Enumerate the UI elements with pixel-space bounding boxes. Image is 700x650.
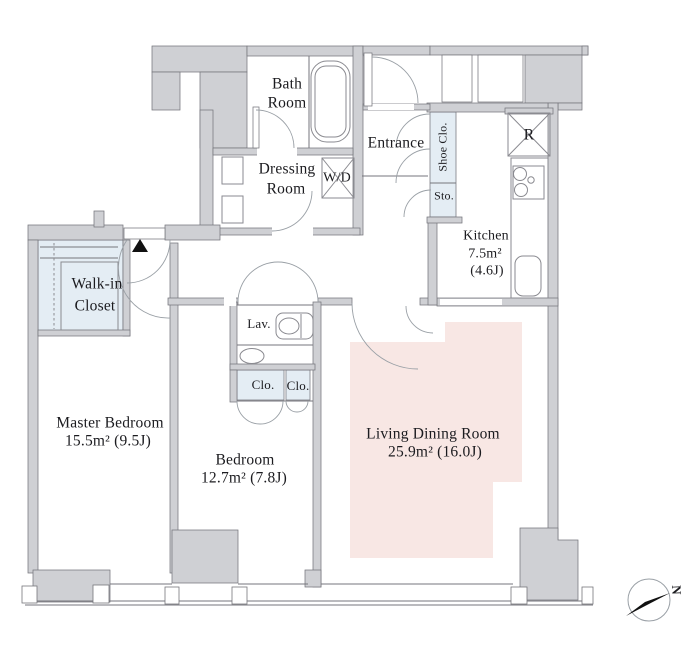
master-closet-door-arc xyxy=(126,239,171,284)
shoe-closet-label: Shoe Clo. xyxy=(435,122,450,172)
living-dining-area: 25.9m² (16.0J) xyxy=(388,443,482,461)
master-door-arc xyxy=(117,239,171,319)
fixtures-layer xyxy=(53,60,551,364)
dressing-room-label2: Room xyxy=(266,180,306,198)
closet-fold-arc xyxy=(236,400,261,425)
kitchen-counter xyxy=(510,157,549,299)
toilet-icon xyxy=(275,312,314,340)
wash-basin xyxy=(239,348,265,364)
refrigerator-label: R xyxy=(523,126,535,144)
entrance-door-arc xyxy=(371,56,419,104)
storage-door-arc xyxy=(403,189,432,218)
kitchen-sink xyxy=(514,255,542,297)
closet-fold-arc xyxy=(259,400,284,425)
porch-alcove xyxy=(441,54,473,103)
washer-dryer-box xyxy=(321,157,355,199)
bedroom-label: Bedroom xyxy=(215,451,275,469)
shoe-closet-door-arc2 xyxy=(395,148,431,184)
bath-door-leaf xyxy=(252,106,260,149)
entrance-label: Entrance xyxy=(367,134,425,152)
walk-in-closet-label2: Closet xyxy=(74,297,116,315)
entrance-door-leaf xyxy=(363,52,373,107)
closet-right-label: Clo. xyxy=(286,377,310,393)
refrigerator-box xyxy=(507,112,551,157)
kitchen-area-sqm: 7.5m² xyxy=(468,246,502,262)
master-bedroom-area: 15.5m² (9.5J) xyxy=(64,432,152,450)
shoe-closet-door-arc xyxy=(395,113,431,149)
lavatory-label: Lav. xyxy=(247,315,271,331)
stove-burners xyxy=(512,165,545,200)
entry-triangle-marker xyxy=(132,239,148,252)
living-dining-floor xyxy=(350,322,522,558)
north-label: N xyxy=(668,584,685,596)
living-door-arc2 xyxy=(405,305,434,334)
closet-fold-arc xyxy=(285,400,298,413)
closet-right-floor xyxy=(285,369,311,401)
window-mullions xyxy=(21,584,594,605)
openings-layer xyxy=(123,52,524,306)
storage-label: Sto. xyxy=(434,188,454,203)
living-door-arc xyxy=(351,302,419,370)
door-arcs xyxy=(117,56,434,425)
north-arrow xyxy=(626,593,670,616)
living-dining-label: Living Dining Room xyxy=(366,425,500,443)
walk-in-closet-label: Walk-in xyxy=(71,275,123,293)
compass-icon xyxy=(626,578,671,622)
master-door-threshold xyxy=(123,227,166,240)
walk-in-closet-fittings xyxy=(53,243,119,331)
hall-door-arc xyxy=(237,261,319,303)
dressing-door-arc xyxy=(271,190,313,232)
bath-room-label2: Room xyxy=(267,94,307,112)
dressing-cabinets xyxy=(221,156,244,224)
meter-alcove xyxy=(477,54,524,103)
bath-door-arc xyxy=(255,109,295,149)
kitchen-area-jo: (4.6J) xyxy=(470,263,504,279)
bedroom-area: 12.7m² (7.8J) xyxy=(200,469,288,487)
bathtub-icon xyxy=(310,60,351,143)
dressing-room-label: Dressing xyxy=(258,160,316,178)
closet-fold-arc xyxy=(296,400,309,413)
closet-left-label: Clo. xyxy=(251,376,275,392)
master-bedroom-label: Master Bedroom xyxy=(56,414,164,432)
washer-dryer-label: W/D xyxy=(323,170,351,186)
kitchen-label: Kitchen xyxy=(463,228,509,244)
bath-room-label: Bath xyxy=(271,75,303,93)
wall-lines xyxy=(25,56,593,606)
